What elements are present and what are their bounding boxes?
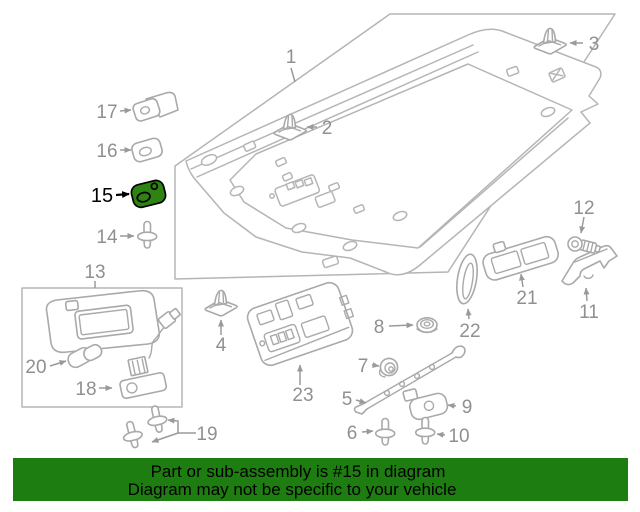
callout-1-label[interactable]: 1 [286, 47, 297, 68]
callout-21-label[interactable]: 21 [516, 288, 537, 309]
callout-15-highlighted[interactable]: 15 [91, 179, 167, 209]
callout-13-label[interactable]: 13 [84, 262, 105, 283]
callout-21[interactable]: 21 [478, 227, 560, 309]
dome-lamp-icon[interactable] [478, 227, 560, 282]
callout-12-arrow [579, 216, 586, 234]
callout-16-label[interactable]: 16 [96, 141, 117, 162]
callout-19-arrow-top [167, 417, 179, 433]
highlighted-plate-clip-icon[interactable] [130, 179, 168, 209]
callout-16[interactable]: 16 [96, 137, 163, 163]
callout-17-arrow [119, 107, 132, 114]
callout-7[interactable]: 7 [358, 356, 399, 378]
callout-2[interactable]: 2 [273, 113, 333, 141]
callout-10[interactable]: 10 [414, 416, 470, 448]
headliner-panel-icon [185, 28, 602, 276]
push-pin-clip-icon[interactable] [204, 289, 238, 317]
callout-1-pointer [290, 67, 296, 83]
callout-20-label[interactable]: 20 [25, 357, 46, 378]
callout-12[interactable]: 12 [567, 198, 601, 254]
callout-6-label[interactable]: 6 [347, 423, 358, 444]
callout-5-arrow [355, 398, 367, 405]
tee-screw-icon[interactable] [119, 418, 146, 451]
bracket-clip-icon[interactable] [132, 91, 179, 122]
callout-20-arrow [49, 360, 67, 367]
callout-11-arrow [583, 287, 590, 302]
callout-11[interactable]: 11 [561, 244, 618, 323]
callout-12-label[interactable]: 12 [573, 198, 594, 219]
plate-clip-icon[interactable] [130, 137, 163, 163]
retainer-bracket-icon[interactable] [561, 244, 618, 286]
callout-3-label[interactable]: 3 [589, 34, 600, 55]
sun-visor-icon[interactable] [45, 289, 161, 354]
tee-screw-icon[interactable] [374, 417, 396, 446]
grommet-icon[interactable] [378, 357, 399, 378]
callout-8-arrow [388, 322, 414, 329]
callout-22-label[interactable]: 22 [459, 321, 480, 342]
callout-22-arrow [465, 308, 472, 320]
callout-11-label[interactable]: 11 [579, 302, 599, 323]
callout-14[interactable]: 14 [96, 220, 158, 249]
rail-bracket-icon[interactable] [353, 345, 466, 415]
banner-background [13, 458, 628, 501]
callout-5[interactable]: 5 [342, 345, 466, 415]
banner-line1: Part or sub-assembly is #15 in diagram [151, 462, 446, 481]
screw-icon[interactable] [567, 236, 601, 254]
callout-23[interactable]: 23 [245, 278, 360, 406]
callout-7-label[interactable]: 7 [358, 356, 369, 377]
vanity-lamp-icon[interactable] [115, 307, 181, 400]
callout-14-label[interactable]: 14 [96, 227, 118, 248]
tee-screw-icon[interactable] [414, 416, 436, 445]
callout-23-label[interactable]: 23 [292, 385, 313, 406]
callout-9[interactable]: 9 [402, 382, 473, 422]
callout-17-label[interactable]: 17 [96, 102, 117, 123]
callout-15-label[interactable]: 15 [91, 185, 113, 207]
callout-7-arrow [371, 362, 380, 369]
overhead-console-icon[interactable] [245, 278, 360, 368]
visor-clip-icon[interactable] [66, 343, 104, 370]
callout-19[interactable]: 19 [119, 403, 218, 451]
callout-19-label[interactable]: 19 [196, 424, 217, 445]
callout-18-label[interactable]: 18 [75, 379, 96, 400]
banner-line2: Diagram may not be specific to your vehi… [128, 480, 457, 499]
callout-18[interactable]: 18 [75, 307, 181, 400]
callout-22[interactable]: 22 [454, 253, 481, 342]
tee-screw-icon[interactable] [144, 403, 170, 435]
callout-6-arrow [361, 428, 374, 435]
callout-2-label[interactable]: 2 [322, 118, 333, 139]
grab-handle-trim-icon[interactable] [454, 253, 481, 305]
callout-17[interactable]: 17 [96, 91, 179, 123]
diagram-boundary [174, 13, 616, 280]
callout-15-arrow [115, 191, 130, 199]
callout-21-arrow [519, 273, 525, 288]
callout-19-arrow-bottom [151, 432, 179, 443]
callout-20[interactable]: 20 [25, 343, 103, 378]
callout-8-label[interactable]: 8 [374, 317, 385, 338]
callout-10-arrow [436, 431, 446, 438]
push-pin-clip-icon[interactable] [533, 27, 567, 55]
tee-screw-icon[interactable] [136, 220, 158, 249]
callout-10-label[interactable]: 10 [448, 426, 469, 447]
callout-3[interactable]: 3 [533, 27, 600, 55]
callout-9-arrow [447, 402, 457, 409]
callout-8[interactable]: 8 [374, 316, 438, 338]
wedge-clip-icon[interactable] [402, 382, 449, 422]
highlight-banner: Part or sub-assembly is #15 in diagram D… [13, 458, 628, 501]
callout-4-label[interactable]: 4 [216, 335, 227, 356]
callout-4[interactable]: 4 [204, 289, 238, 356]
callout-5-label[interactable]: 5 [342, 389, 353, 410]
callout-6[interactable]: 6 [347, 417, 396, 446]
callout-1[interactable]: 1 [286, 47, 297, 83]
callout-9-label[interactable]: 9 [462, 397, 473, 418]
nut-icon[interactable] [416, 316, 438, 334]
